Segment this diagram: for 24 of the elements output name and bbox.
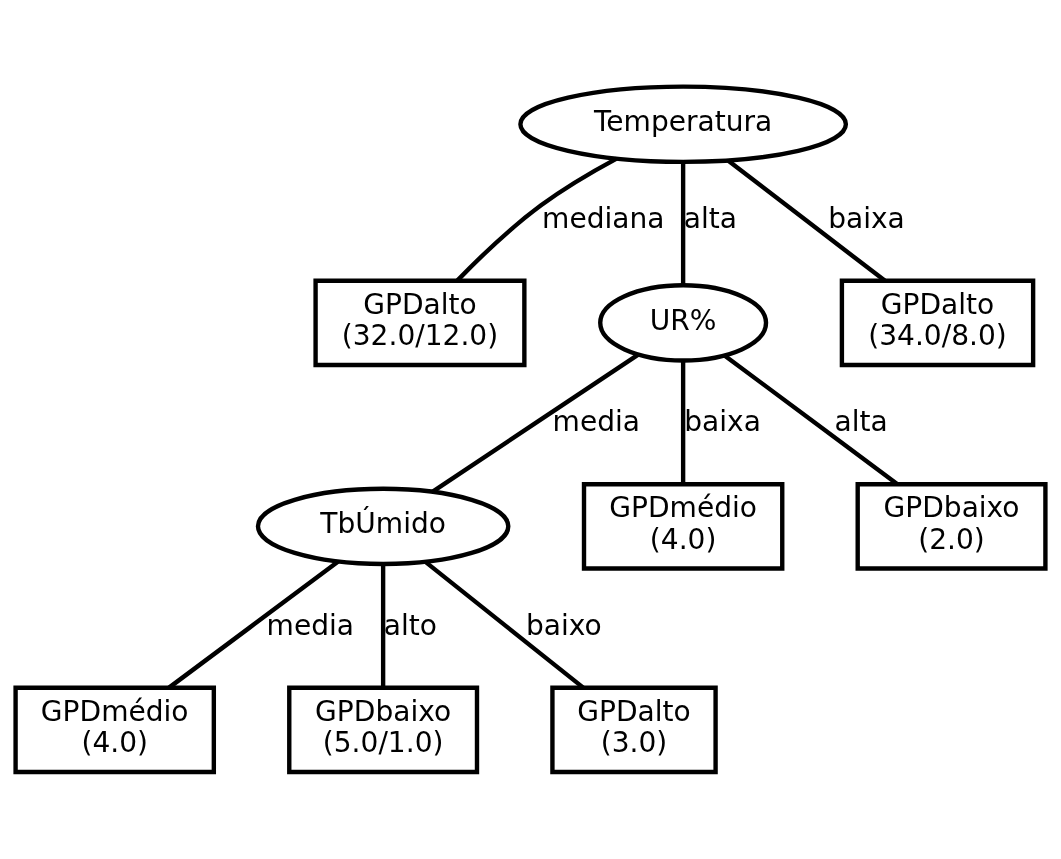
connector	[680, 161, 686, 286]
edge-label: alta	[834, 405, 888, 439]
edge-label: media	[552, 405, 640, 439]
edge-label: media	[266, 608, 355, 642]
node-ellipse: UR%	[598, 283, 769, 363]
node-box: GPDmédio (4.0)	[13, 685, 217, 775]
connector	[455, 156, 618, 282]
node-box: GPDbaixo (5.0/1.0)	[287, 685, 480, 775]
node-box: GPDmédio (4.0)	[581, 482, 785, 571]
edge-label: mediana	[542, 201, 665, 235]
edge-label: alto	[383, 608, 437, 642]
connector	[431, 352, 640, 494]
connector	[380, 563, 386, 688]
node-box: GPDalto (3.0)	[550, 685, 718, 775]
node-box: GPDalto (32.0/12.0)	[313, 278, 527, 368]
node-ellipse: TbÚmido	[255, 486, 511, 567]
node-ellipse: Temperatura	[518, 84, 849, 165]
edge-label: alta	[683, 201, 737, 235]
connector	[680, 360, 686, 484]
node-box: GPDbaixo (2.0)	[855, 482, 1048, 571]
edge-label: baixa	[828, 201, 905, 235]
edge-label: baixo	[525, 608, 602, 642]
node-box: GPDalto (34.0/8.0)	[839, 278, 1036, 368]
edge-label: baixa	[684, 405, 761, 439]
